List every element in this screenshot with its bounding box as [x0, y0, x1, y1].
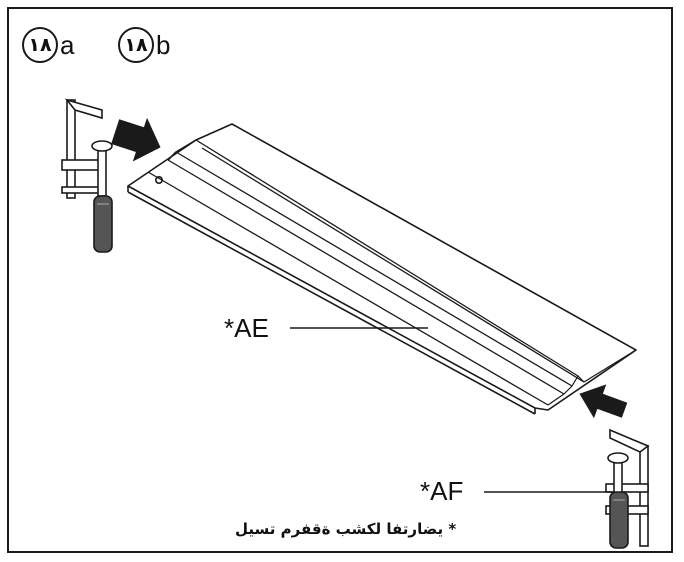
- step-number: ١٨: [22, 27, 58, 63]
- footnote: * يضارتفا لكشب ةقفرم تسيل: [235, 520, 457, 538]
- arrow-icon: [111, 117, 161, 162]
- step-letter: a: [60, 30, 75, 60]
- clamp-icon: [61, 98, 113, 253]
- step-18a: ١٨ a: [22, 24, 74, 66]
- profile-strip: [127, 123, 637, 415]
- clamp-icon: [605, 428, 650, 549]
- callout-clamp: *AF: [420, 476, 464, 506]
- callout-profile: *AE: [224, 313, 269, 343]
- step-letter: b: [156, 30, 171, 60]
- step-number: ١٨: [118, 27, 154, 63]
- step-18b: ١٨ b: [118, 24, 170, 66]
- arrow-icon: [579, 384, 628, 419]
